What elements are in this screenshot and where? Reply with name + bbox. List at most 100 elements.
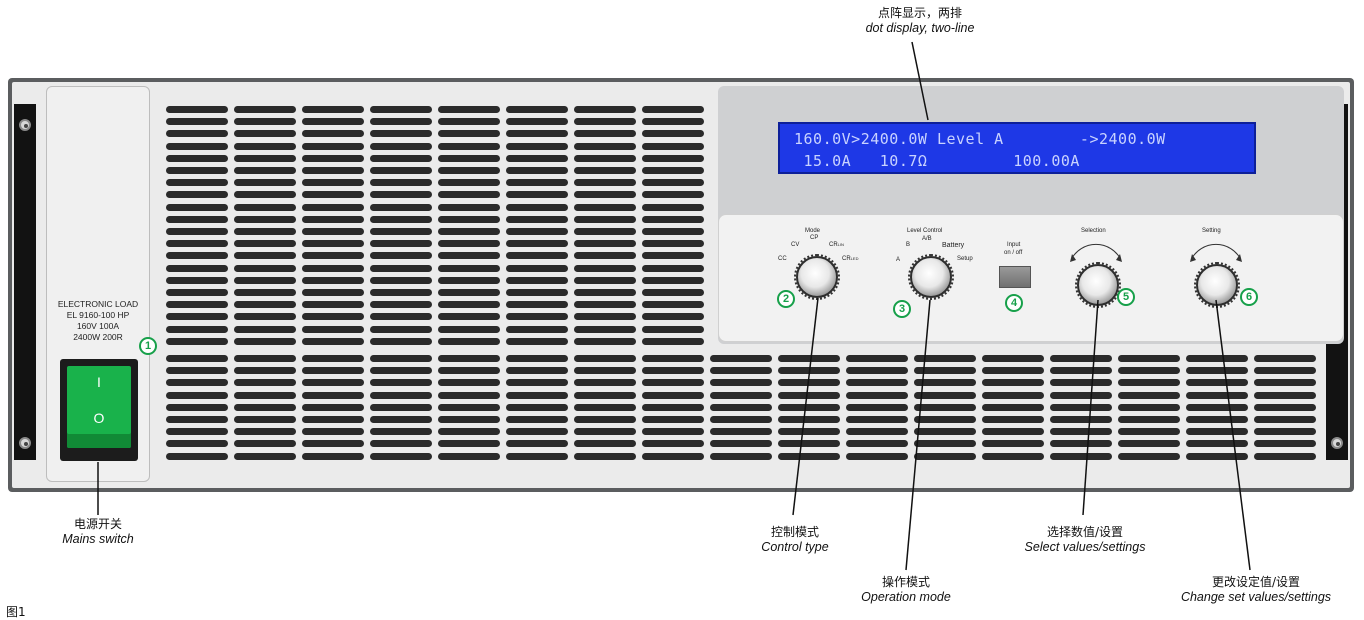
vent-slot	[642, 276, 704, 284]
vent-slot	[574, 179, 636, 187]
level-title: Level Control	[907, 228, 943, 234]
vent-slot	[574, 391, 636, 399]
vent-slot	[1186, 379, 1248, 387]
vent-slot	[166, 264, 228, 272]
vent-slot	[438, 289, 500, 296]
vent-slot	[778, 452, 840, 460]
vent-slot	[166, 215, 228, 223]
vent-slot	[302, 301, 364, 309]
vent-slot	[302, 367, 364, 375]
vent-slot	[710, 379, 772, 387]
vent-slot	[438, 313, 500, 321]
vent-slot	[642, 215, 704, 223]
vent-slot	[1254, 391, 1316, 399]
vent-slot	[166, 240, 228, 248]
level-control-knob[interactable]	[908, 254, 954, 300]
vent-slot	[574, 452, 636, 460]
vent-slot	[370, 228, 432, 235]
vent-slot	[574, 289, 636, 296]
vent-slot	[1254, 403, 1316, 411]
vent-slot	[506, 142, 568, 150]
vent-slot	[642, 379, 704, 387]
vent-slot	[914, 428, 976, 436]
vent-slot	[574, 276, 636, 284]
vent-slot	[1050, 452, 1112, 460]
vent-slot	[166, 142, 228, 150]
vent-slot	[574, 264, 636, 272]
vent-slot	[710, 403, 772, 411]
vent-slot	[302, 337, 364, 345]
vent-slot	[438, 367, 500, 375]
vent-slot	[302, 130, 364, 138]
vent-slot	[302, 276, 364, 284]
vent-slot	[914, 452, 976, 460]
vent-slot	[302, 313, 364, 321]
vent-slot	[642, 337, 704, 345]
vent-slot	[302, 215, 364, 223]
vent-slot	[438, 154, 500, 162]
input-on-off-button[interactable]	[999, 266, 1031, 288]
vent-slot	[846, 391, 908, 399]
setting-title: Setting	[1202, 228, 1221, 234]
vent-slot	[1254, 440, 1316, 448]
vent-slot	[642, 118, 704, 126]
vent-slot	[1050, 403, 1112, 411]
vent-slot	[642, 191, 704, 199]
vent-slot	[642, 240, 704, 248]
screw-icon	[19, 437, 31, 449]
vent-slot	[438, 106, 500, 113]
vent-slot	[574, 240, 636, 248]
vent-slot	[370, 416, 432, 423]
vent-slot	[506, 203, 568, 211]
vent-slot	[506, 228, 568, 235]
vent-slot	[1118, 428, 1180, 436]
vent-slot	[846, 379, 908, 387]
vent-slot	[438, 142, 500, 150]
vent-slot	[1118, 452, 1180, 460]
vent-slot	[234, 355, 296, 362]
vent-slot	[710, 428, 772, 436]
vent-slot	[778, 416, 840, 423]
display-callout-zh: 点阵显示，两排	[877, 6, 962, 20]
vent-slot	[506, 154, 568, 162]
vent-slot	[302, 179, 364, 187]
vent-slot	[234, 154, 296, 162]
vent-slot	[166, 337, 228, 345]
select-values-zh: 选择数值/设置	[1046, 525, 1124, 539]
vent-slot	[438, 355, 500, 362]
vent-slot	[166, 428, 228, 436]
selection-knob[interactable]	[1075, 262, 1121, 308]
mode-option-cv: CV	[791, 242, 800, 248]
vent-slot	[914, 355, 976, 362]
vent-slot	[438, 130, 500, 138]
vent-slot	[846, 367, 908, 375]
vent-slot	[846, 452, 908, 460]
vent-slot	[302, 228, 364, 235]
vent-slot	[506, 240, 568, 248]
vent-slot	[438, 203, 500, 211]
vent-slot	[574, 416, 636, 423]
vent-slot	[1254, 367, 1316, 375]
control-type-callout: 控制模式 Control type	[730, 525, 860, 555]
vent-slot	[302, 203, 364, 211]
vent-slot	[642, 440, 704, 448]
vent-slot	[166, 391, 228, 399]
vent-slot	[642, 313, 704, 321]
vent-slot	[1186, 416, 1248, 423]
vent-slot	[302, 106, 364, 113]
vent-slot	[846, 440, 908, 448]
vent-slot	[370, 452, 432, 460]
vent-slot	[438, 428, 500, 436]
vent-slot	[166, 313, 228, 321]
vent-slot	[302, 154, 364, 162]
vent-slot	[234, 203, 296, 211]
vent-slot	[1050, 379, 1112, 387]
vent-slot	[574, 355, 636, 362]
vent-slot	[778, 403, 840, 411]
vent-slot	[506, 130, 568, 138]
vent-slot	[846, 416, 908, 423]
vent-slot	[1254, 428, 1316, 436]
mode-knob[interactable]	[794, 254, 840, 300]
model-line: ELECTRONIC LOAD	[57, 299, 139, 309]
mains-switch[interactable]: I O	[67, 366, 131, 448]
